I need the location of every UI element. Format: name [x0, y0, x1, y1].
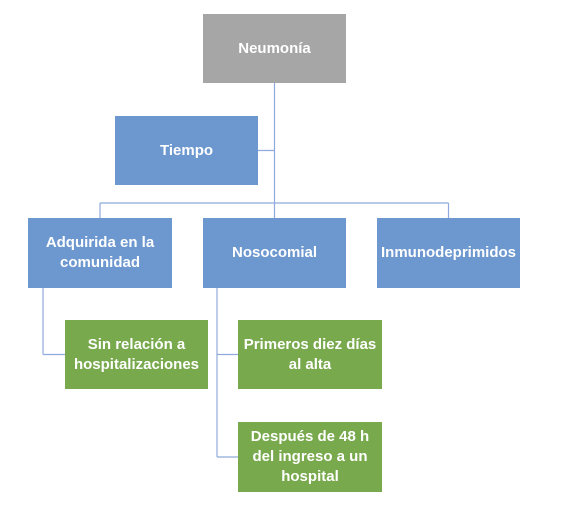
leaf-node-no-hospitalization: Sin relación a hospitalizaciones: [65, 320, 208, 389]
leaf-node-first-ten-days: Primeros diez días al alta: [238, 320, 382, 389]
category-node-nosocomial: Nosocomial: [203, 218, 346, 288]
category-node-acquired: Adquirida en la comunidad: [28, 218, 172, 288]
category-node-nosocomial-label: Nosocomial: [231, 244, 318, 261]
leaf-node-no-hospitalization-label: Sin relación a hospitalizaciones: [73, 335, 200, 373]
leaf-node-after-48h: Después de 48 h del ingreso a un hospita…: [238, 422, 382, 492]
leaf-node-first-ten-days-label: Primeros diez días al alta: [243, 335, 377, 373]
leaf-node-after-48h-label: Después de 48 h del ingreso a un hospita…: [250, 428, 370, 485]
category-node-acquired-label: Adquirida en la comunidad: [45, 234, 155, 271]
root-node: Neumonía: [203, 14, 346, 83]
category-node-immunocompromised: Inmunodeprimidos: [377, 218, 520, 288]
assistant-node: Tiempo: [115, 116, 258, 185]
assistant-node-label: Tiempo: [159, 141, 214, 159]
category-node-immunocompromised-label: Inmunodeprimidos: [381, 244, 516, 261]
root-node-label: Neumonía: [238, 39, 311, 57]
